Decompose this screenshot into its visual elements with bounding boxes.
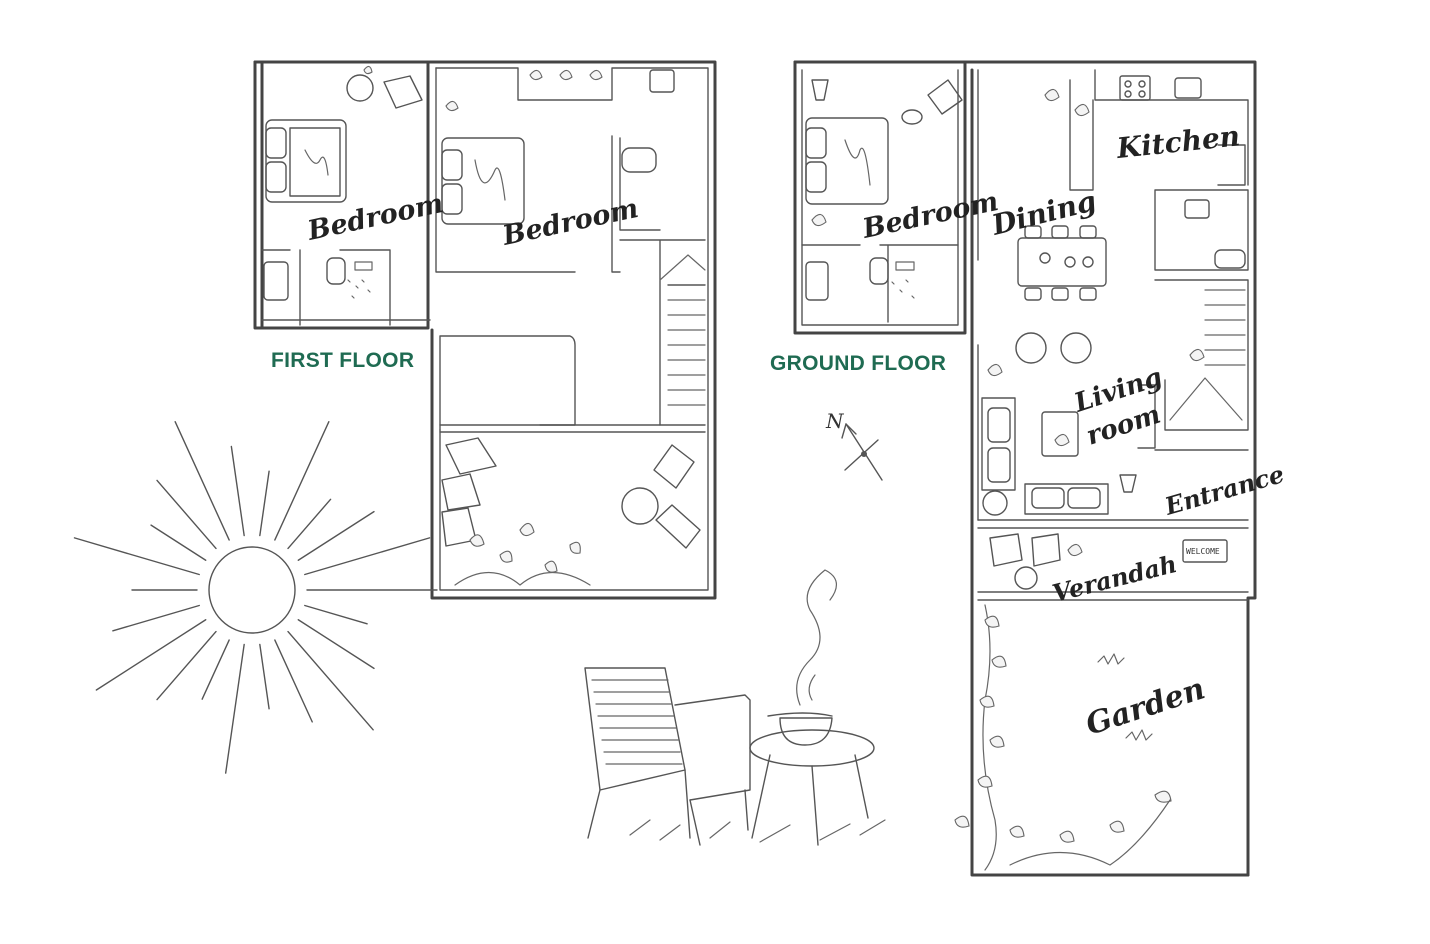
sun-ray bbox=[274, 639, 313, 723]
welcome-mat bbox=[1182, 539, 1228, 563]
sun-icon bbox=[73, 421, 438, 774]
entrance-label: Entrance bbox=[1161, 459, 1288, 521]
ff-wc bbox=[621, 69, 675, 173]
gf-bedroom-label: Bedroom bbox=[859, 186, 1001, 245]
sun-ray bbox=[304, 537, 431, 576]
ff-bed-1 bbox=[265, 119, 347, 203]
ff-armchair bbox=[383, 75, 423, 109]
sun-ray bbox=[73, 537, 200, 576]
sun-ray bbox=[297, 510, 375, 561]
sun-ray bbox=[224, 643, 245, 774]
sun-ray bbox=[150, 524, 207, 561]
sun-ray bbox=[259, 643, 270, 710]
ground-floor-label: GROUND FLOOR bbox=[770, 352, 946, 375]
living-room-furniture bbox=[981, 332, 1156, 516]
ff-stairs bbox=[659, 254, 706, 406]
kitchen-appliances bbox=[1119, 75, 1246, 269]
ff-bedroom-2-label: Bedroom bbox=[499, 193, 641, 252]
gf-bathroom bbox=[805, 257, 915, 301]
sun-ray bbox=[156, 630, 217, 701]
ff-bedroom-1-label: Bedroom bbox=[304, 188, 446, 247]
sun-ray bbox=[274, 421, 330, 541]
sun-ray bbox=[156, 479, 217, 550]
ff-bathroom bbox=[263, 257, 373, 301]
compass-north-label: N bbox=[825, 409, 845, 433]
kitchen-label: Kitchen bbox=[1114, 119, 1241, 165]
sun-ray bbox=[259, 470, 270, 537]
sun-ray bbox=[112, 604, 200, 632]
sun-ray bbox=[287, 498, 332, 550]
ground-floor-plants bbox=[811, 88, 1205, 557]
gf-stairs bbox=[1169, 289, 1246, 421]
ff-bed-2 bbox=[441, 137, 525, 225]
compass-icon: N bbox=[825, 409, 883, 481]
garden-plants bbox=[954, 604, 1172, 871]
dining-label: Dining bbox=[988, 184, 1100, 242]
verandah-label: Verandah bbox=[1049, 549, 1179, 608]
sun-ray bbox=[297, 619, 375, 670]
first-floor-label: FIRST FLOOR bbox=[271, 349, 414, 372]
sun-ray bbox=[95, 619, 207, 691]
sun-ray bbox=[287, 630, 374, 731]
sun-ray bbox=[230, 445, 245, 537]
gf-bed bbox=[805, 79, 963, 205]
ff-terrace-plants bbox=[445, 69, 603, 586]
welcome-mat-text: WELCOME bbox=[1186, 547, 1220, 556]
ff-side-table bbox=[346, 74, 374, 102]
sun-ray bbox=[304, 604, 368, 625]
armchair-coffee-illustration bbox=[584, 569, 886, 846]
sun-ray bbox=[174, 421, 230, 541]
verandah-furniture: WELCOME bbox=[989, 533, 1228, 590]
dining-table bbox=[1017, 225, 1107, 301]
ff-terrace-furniture bbox=[441, 437, 701, 549]
first-floor-plan: Bedroom Bedroom FIRST FLOOR bbox=[253, 60, 717, 600]
sun-ray bbox=[201, 639, 230, 700]
garden-label: Garden bbox=[1082, 671, 1210, 742]
